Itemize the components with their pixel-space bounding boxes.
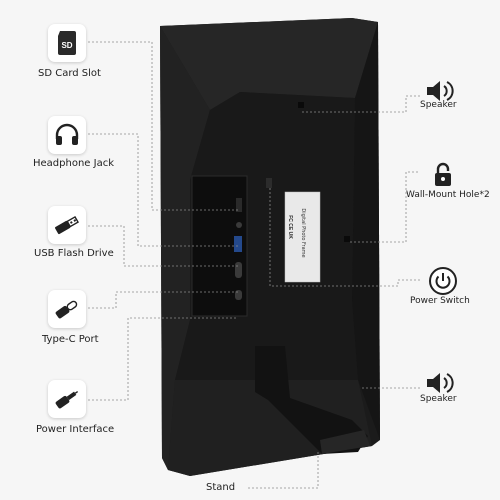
leader-lines [88, 41, 420, 489]
leader-headphone [88, 133, 238, 247]
leader-usb [88, 225, 238, 267]
leader-speaker-top [302, 95, 420, 113]
stand-label: Stand [206, 482, 236, 493]
speaker-bottom-label: Speaker [420, 394, 457, 404]
svg-text:SD: SD [61, 41, 72, 50]
headphone-icon [48, 116, 86, 154]
frame-bevel-left [160, 26, 210, 470]
headphone-jack-label: Headphone Jack [33, 158, 114, 169]
leader-wall-mount [350, 171, 420, 243]
power-interface-label: Power Interface [36, 424, 115, 435]
label-title: Digital Photo Frame [300, 208, 306, 258]
frame-bevel-top [160, 18, 378, 110]
frame-bevel-right [352, 22, 380, 440]
port-typec [235, 262, 242, 278]
sd-card-slot-label: SD Card Slot [38, 68, 101, 79]
leader-power [88, 317, 238, 401]
wall-mount-hole-top [298, 102, 304, 108]
leader-stand [246, 452, 319, 489]
leader-sd [88, 41, 238, 211]
wall-mount-hole-right [344, 236, 350, 242]
port-power [235, 290, 242, 300]
stand-base [255, 346, 368, 454]
leader-power-switch [269, 188, 420, 287]
label-marks: FC CE UK [287, 215, 293, 239]
sd-card-icon: SD [48, 24, 86, 62]
power-switch-label: Power Switch [410, 296, 470, 306]
speaker-icon [420, 364, 458, 402]
type-c-port-label: Type-C Port [42, 334, 99, 345]
usb-icon [48, 206, 86, 244]
product-label [284, 191, 321, 283]
type-c-icon [48, 290, 86, 328]
stand-foot [320, 430, 370, 454]
power-plug-icon [48, 380, 86, 418]
leader-typec [88, 291, 238, 309]
lock-icon [424, 156, 462, 194]
speaker-icon [420, 72, 458, 110]
wall-mount-hole-label: Wall-Mount Hole*2 [406, 190, 490, 200]
usb-flash-drive-label: USB Flash Drive [34, 248, 114, 259]
switch-notch [266, 178, 272, 188]
port-usb [234, 236, 242, 252]
speaker-top-label: Speaker [420, 100, 457, 110]
port-headphone [236, 222, 242, 228]
power-icon [424, 262, 462, 300]
port-sd [236, 198, 242, 212]
